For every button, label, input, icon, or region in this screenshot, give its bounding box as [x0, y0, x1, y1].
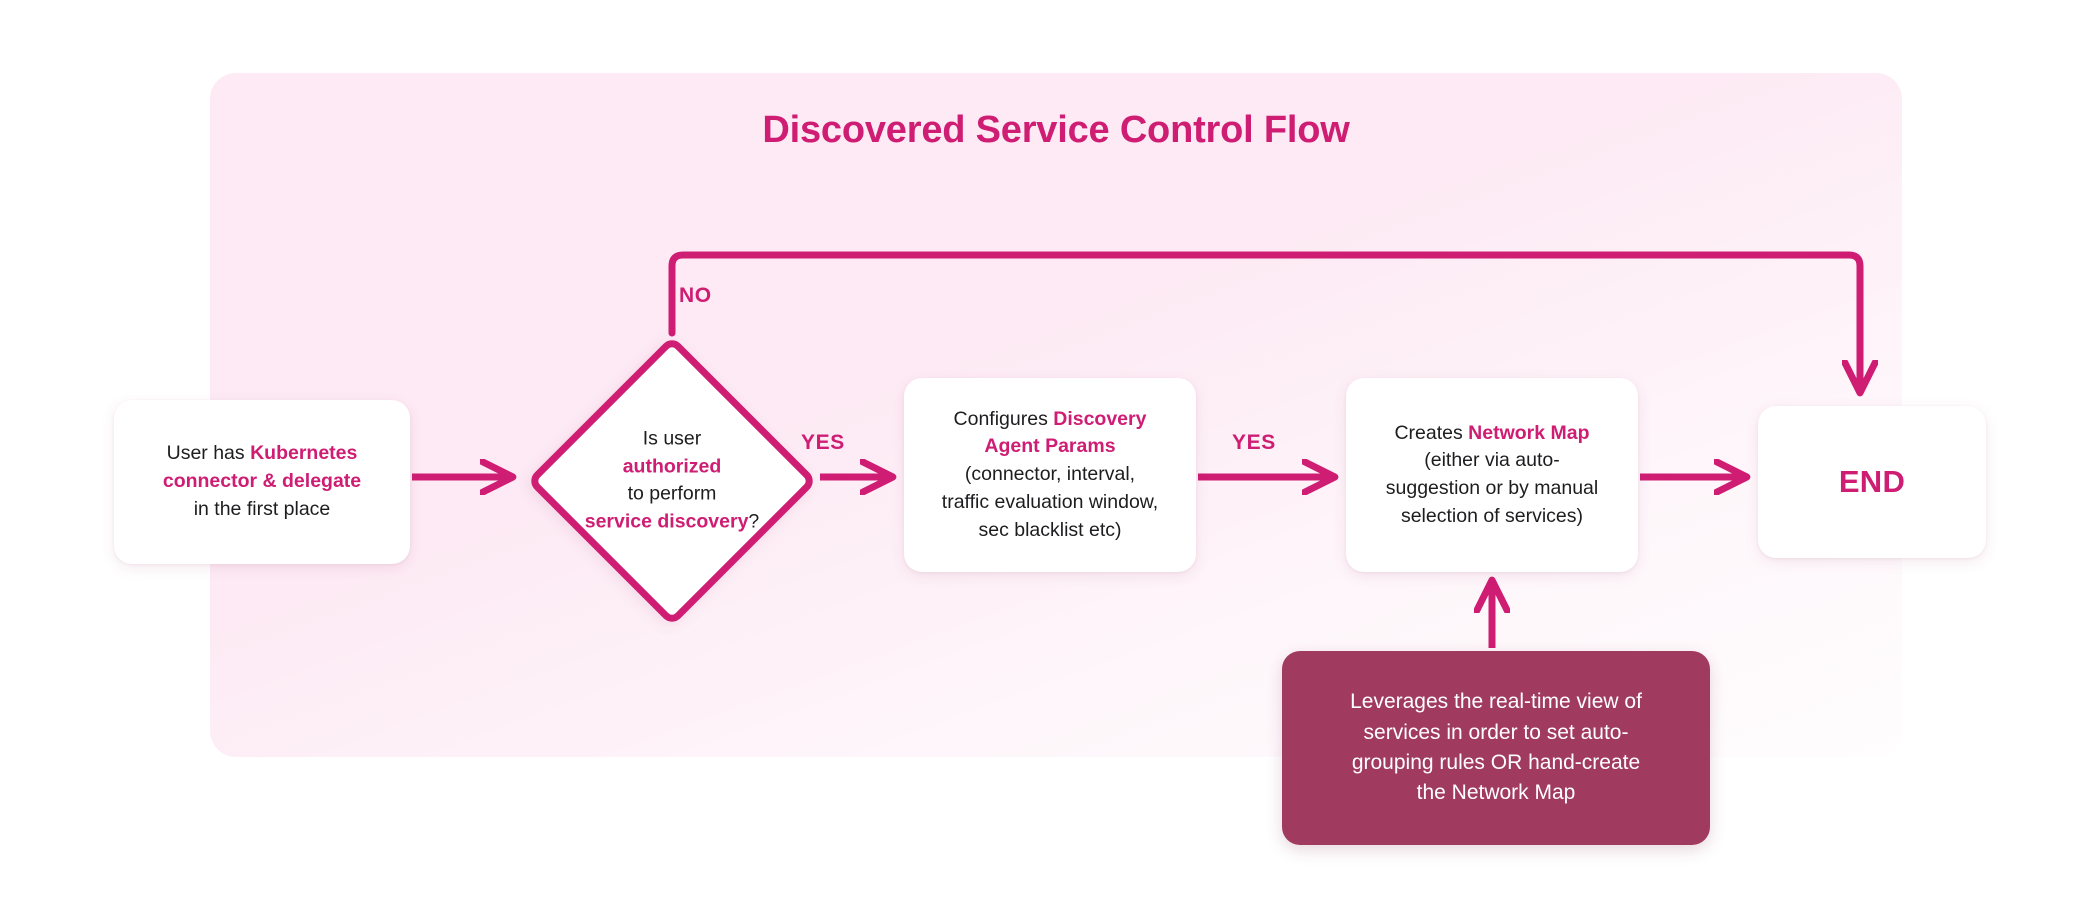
node-netmap-text: Creates Network Map(either via auto-sugg… [1385, 421, 1599, 527]
edge-label-no: NO [679, 284, 712, 307]
edge-label-yes-2: YES [1232, 431, 1276, 454]
page-title: Discovered Service Control Flow [762, 109, 1350, 151]
node-creates-network-map[interactable]: Creates Network Map(either via auto-sugg… [1346, 378, 1638, 572]
edge-label-yes-1: YES [801, 431, 845, 454]
node-end-label: END [1838, 463, 1906, 499]
node-end[interactable]: END [1758, 406, 1986, 558]
